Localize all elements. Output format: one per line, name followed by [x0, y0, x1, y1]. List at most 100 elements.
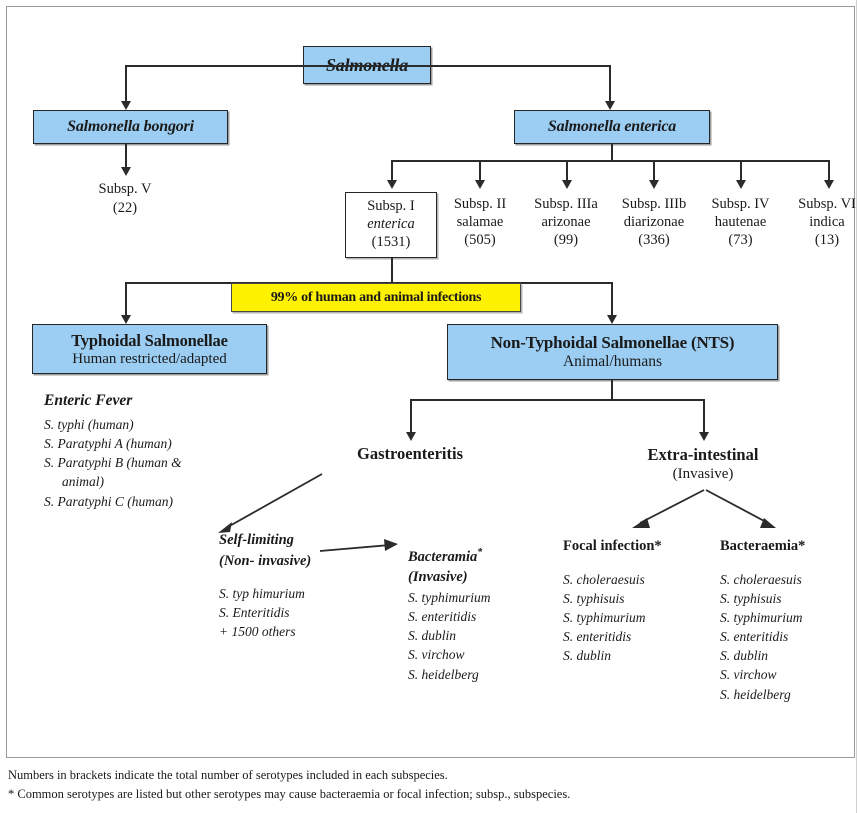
- banner-human-animal-infections: 99% of human and animal infections: [231, 283, 521, 312]
- list-item: S. virchow: [408, 647, 465, 663]
- list-item: S. virchow: [720, 667, 777, 683]
- list-item: S. dublin: [720, 648, 769, 664]
- typhoidal-subtitle: Human restricted/adapted: [72, 350, 227, 367]
- node-subsp-ii: Subsp. II salamae (505): [440, 196, 520, 250]
- node-salmonella-label: Salmonella: [325, 54, 408, 75]
- list-item: + 1500 others: [219, 624, 296, 640]
- subsp-iiib-rank: Subsp. IIIb: [621, 196, 687, 212]
- node-salmonella-enterica-label: Salmonella enterica: [547, 118, 677, 135]
- bacteramia-heading-marker: *: [477, 547, 483, 558]
- arrowhead-extra-intestinal: [699, 432, 709, 441]
- arrowhead-subsp-2: [475, 180, 485, 189]
- connector-subsp-6: [828, 160, 830, 181]
- node-subsp-vi: Subsp. VI indica (13): [786, 196, 861, 250]
- arrowhead-subsp-6: [824, 180, 834, 189]
- list-item: S. enteritidis: [720, 629, 789, 645]
- node-subsp-i[interactable]: Subsp. I enterica (1531): [345, 192, 437, 258]
- subsp-v-label: Subsp. V: [98, 181, 152, 197]
- arrowhead-subsp-3: [562, 180, 572, 189]
- subsp-i-count: (1531): [371, 233, 411, 250]
- page-edge: [856, 0, 861, 813]
- arrowhead-nts: [607, 315, 617, 324]
- arrowhead-subsp-4: [649, 180, 659, 189]
- self-limiting-heading-line2: (Non- invasive): [219, 552, 312, 569]
- footnote-serotype-counts: Numbers in brackets indicate the total n…: [8, 768, 448, 782]
- subsp-iiia-rank: Subsp. IIIa: [534, 196, 598, 212]
- node-subsp-iv: Subsp. IV hautenae (73): [698, 196, 783, 250]
- connector-nts-branch-bus: [410, 399, 704, 401]
- arrowhead-subsp-v: [121, 167, 131, 176]
- connector-subsp-1: [391, 160, 393, 181]
- subsp-iv-name: hautenae: [714, 213, 767, 230]
- column-bacteramia-invasive: Bacteramia* (Invasive) S. typhimurium S.…: [408, 546, 568, 684]
- subsp-iiib-name: diarizonae: [623, 213, 685, 230]
- extra-intestinal-title: Extra-intestinal: [647, 445, 759, 464]
- subsp-iiia-count: (99): [553, 231, 579, 248]
- subsp-ii-count: (505): [464, 231, 496, 248]
- arrowhead-subsp-1: [387, 180, 397, 189]
- column-self-limiting: Self-limiting (Non- invasive) S. typ him…: [219, 530, 404, 642]
- list-item: S. Paratyphi B (human &: [44, 455, 182, 471]
- connector-to-typhoidal: [125, 282, 127, 316]
- bacteramia-heading-text: Bacteramia: [408, 548, 478, 565]
- arrow-invasive-to-bacteraemia: [705, 489, 776, 528]
- list-item: S. heidelberg: [408, 666, 479, 682]
- arrow-invasive-to-focal-infection: [632, 489, 705, 528]
- footnote-common-serotypes: * Common serotypes are listed but other …: [8, 787, 571, 802]
- node-salmonella-bongori-label: Salmonella bongori: [67, 118, 194, 135]
- subsp-iv-count: (73): [728, 231, 753, 248]
- node-non-typhoidal-salmonellae[interactable]: Non-Typhoidal Salmonellae (NTS) Animal/h…: [447, 324, 778, 380]
- subsp-ii-rank: Subsp. II: [453, 196, 507, 212]
- connector-root-bus: [125, 65, 610, 67]
- node-salmonella-enterica[interactable]: Salmonella enterica: [514, 110, 710, 144]
- list-item: S. typ himurium: [219, 586, 305, 602]
- focal-infection-heading: Focal infection*: [563, 538, 662, 554]
- list-item: S. Paratyphi C (human): [44, 493, 173, 509]
- connector-subspi-stem: [391, 258, 393, 283]
- node-salmonella-bongori[interactable]: Salmonella bongori: [33, 110, 228, 144]
- node-subsp-iiia: Subsp. IIIa arizonae (99): [521, 196, 611, 250]
- subsp-vi-count: (13): [814, 231, 840, 248]
- column-focal-infection: Focal infection* S. choleraesuis S. typh…: [563, 536, 713, 665]
- connector-enterica-stem: [611, 144, 613, 161]
- connector-subsp-4: [653, 160, 655, 181]
- list-item: S. typhimurium: [720, 609, 803, 625]
- list-item: S. choleraesuis: [563, 571, 645, 587]
- node-subsp-v: Subsp. V (22): [65, 180, 185, 218]
- node-typhoidal-salmonellae[interactable]: Typhoidal Salmonellae Human restricted/a…: [32, 324, 267, 374]
- subsp-v-count: (22): [112, 199, 138, 216]
- connector-to-gastroenteritis: [410, 399, 412, 433]
- list-item: S. typhisuis: [563, 590, 625, 606]
- list-item: S. choleraesuis: [720, 571, 802, 587]
- list-item: S. Paratyphi A (human): [44, 436, 172, 452]
- typhoidal-title: Typhoidal Salmonellae: [71, 330, 228, 350]
- connector-subspecies-bus: [391, 160, 829, 162]
- nts-subtitle: Animal/humans: [562, 353, 663, 370]
- nts-title: Non-Typhoidal Salmonellae (NTS): [490, 333, 735, 352]
- arrowhead-bongori: [121, 101, 131, 110]
- subsp-i-name: enterica: [367, 216, 415, 233]
- self-limiting-heading-line1: Self-limiting: [219, 532, 294, 548]
- arrowhead-subsp-5: [736, 180, 746, 189]
- connector-subsp-5: [740, 160, 742, 181]
- node-subsp-iiib: Subsp. IIIb diarizonae (336): [608, 196, 700, 250]
- subsp-iiia-name: arizonae: [541, 213, 591, 230]
- list-item: S. heidelberg: [720, 686, 791, 702]
- arrowhead-enterica: [605, 101, 615, 110]
- connector-bongori-to-subspv: [125, 144, 127, 168]
- list-item: S. dublin: [563, 648, 612, 664]
- connector-to-extra-intestinal: [703, 399, 705, 433]
- node-gastroenteritis: Gastroenteritis: [320, 444, 500, 465]
- connector-nts-stem: [611, 380, 613, 400]
- subsp-i-rank: Subsp. I: [367, 198, 415, 215]
- list-item: animal): [62, 474, 104, 490]
- list-item: S. dublin: [408, 628, 457, 644]
- list-item: S. typhimurium: [408, 589, 491, 605]
- column-bacteraemia: Bacteraemia* S. choleraesuis S. typhisui…: [720, 536, 861, 704]
- enteric-fever-heading: Enteric Fever: [44, 392, 133, 409]
- bacteramia-heading-line2: (Invasive): [408, 569, 468, 586]
- arrowhead-gastroenteritis: [406, 432, 416, 441]
- list-item: S. typhisuis: [720, 590, 782, 606]
- footnotes: Numbers in brackets indicate the total n…: [8, 766, 853, 805]
